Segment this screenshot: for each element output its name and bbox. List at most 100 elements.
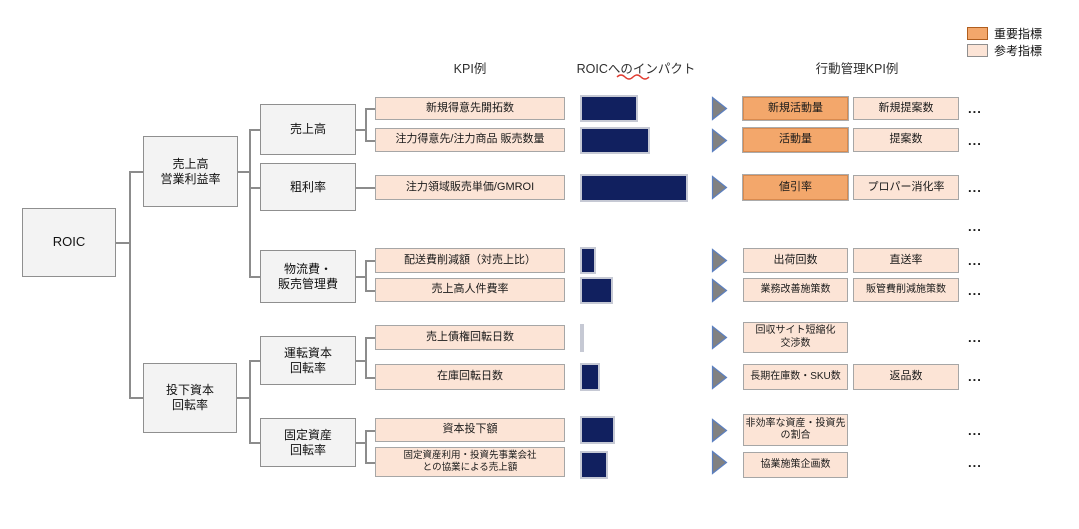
impact-bar — [580, 416, 615, 444]
kpi-label: 固定資産利用・投資先事業会社 との協業による売上額 — [403, 450, 537, 473]
impact-bar — [580, 324, 584, 352]
impact-bar — [580, 174, 688, 202]
node-label: ROIC — [52, 234, 86, 250]
right-arrow-icon — [711, 96, 728, 121]
action-kpi-label: 活動量 — [779, 133, 812, 146]
impact-bar — [580, 95, 638, 122]
action-kpi-box-reference: プロパー消化率 — [853, 175, 959, 200]
action-kpi-box-important: 活動量 — [742, 127, 849, 153]
node-working-capital: 運転資本 回転率 — [260, 336, 356, 385]
connector — [356, 187, 375, 189]
legend-label: 参考指標 — [994, 44, 1043, 58]
column-header-impact: ROICへのインパクト — [576, 62, 696, 76]
connector — [249, 442, 260, 444]
connector — [249, 360, 260, 362]
kpi-box: 固定資産利用・投資先事業会社 との協業による売上額 — [375, 447, 565, 477]
right-arrow-icon — [711, 365, 728, 390]
more-ellipsis: ... — [968, 423, 982, 438]
impact-bar — [580, 277, 613, 304]
impact-bar — [580, 127, 650, 154]
connector — [365, 377, 375, 379]
connector — [116, 242, 129, 244]
action-kpi-label: 返品数 — [889, 370, 923, 383]
legend-swatch-reference — [967, 44, 988, 57]
action-kpi-label: 新規活動量 — [768, 101, 823, 114]
node-label: 売上高 営業利益率 — [160, 156, 221, 186]
connector — [249, 129, 251, 277]
node-label: 物流費・ 販売管理費 — [277, 261, 338, 291]
connector — [129, 397, 143, 399]
node-gross-margin: 粗利率 — [260, 163, 356, 211]
more-ellipsis: ... — [968, 180, 982, 195]
connector — [129, 171, 143, 173]
impact-bar — [580, 247, 596, 274]
spellcheck-squiggle-icon — [616, 74, 650, 80]
more-ellipsis: ... — [968, 283, 982, 298]
kpi-box: 配送費削減額（対売上比） — [375, 248, 565, 273]
connector — [365, 337, 367, 378]
action-kpi-box-reference: 業務改善施策数 — [743, 278, 848, 302]
kpi-label: 売上高人件費率 — [431, 283, 509, 296]
node-logistics-sga: 物流費・ 販売管理費 — [260, 250, 356, 303]
node-label: 運転資本 回転率 — [283, 345, 332, 375]
kpi-box: 注力領域販売単価/GMROI — [375, 175, 565, 200]
kpi-label: 注力領域販売単価/GMROI — [405, 180, 535, 193]
node-sales: 売上高 — [260, 104, 356, 155]
action-kpi-box-reference: 非効率な資産・投資先 の割合 — [743, 414, 848, 446]
connector — [365, 337, 375, 339]
connector — [249, 187, 260, 189]
legend-item-important: 重要指標 — [967, 25, 1042, 42]
kpi-label: 配送費削減額（対売上比） — [404, 253, 536, 266]
action-kpi-box-important: 値引率 — [742, 174, 849, 201]
kpi-box: 売上債権回転日数 — [375, 325, 565, 350]
connector — [365, 108, 375, 110]
action-kpi-label: 販管費削減施策数 — [866, 283, 946, 295]
action-kpi-label: 直送率 — [889, 253, 923, 266]
connector — [365, 462, 375, 464]
right-arrow-icon — [711, 450, 728, 475]
node-label: 粗利率 — [289, 179, 326, 194]
more-ellipsis: ... — [968, 253, 982, 268]
connector — [365, 108, 367, 141]
connector — [356, 129, 365, 131]
right-arrow-icon — [711, 175, 728, 200]
action-kpi-label: 業務改善施策数 — [760, 283, 831, 295]
action-kpi-label: プロパー消化率 — [867, 180, 945, 193]
connector — [356, 276, 365, 278]
action-kpi-box-reference: 提案数 — [853, 128, 959, 152]
kpi-box: 在庫回転日数 — [375, 364, 565, 390]
right-arrow-icon — [711, 128, 728, 153]
more-ellipsis: ... — [968, 101, 982, 116]
more-ellipsis: ... — [968, 369, 982, 384]
action-kpi-box-important: 新規活動量 — [742, 96, 849, 121]
kpi-box: 売上高人件費率 — [375, 278, 565, 302]
action-kpi-box-reference: 直送率 — [853, 248, 959, 273]
right-arrow-icon — [711, 278, 728, 303]
connector — [249, 276, 260, 278]
impact-bar — [580, 363, 600, 391]
connector — [237, 397, 249, 399]
kpi-box: 新規得意先開拓数 — [375, 97, 565, 120]
connector — [365, 260, 367, 291]
impact-bar — [580, 451, 608, 479]
kpi-box: 注力得意先/注力商品 販売数量 — [375, 128, 565, 152]
connector — [129, 171, 131, 398]
action-kpi-label: 出荷回数 — [773, 253, 818, 266]
action-kpi-box-reference: 販管費削減施策数 — [853, 278, 959, 302]
action-kpi-label: 新規提案数 — [878, 101, 934, 114]
node-roic: ROIC — [22, 208, 116, 277]
node-fixed-asset: 固定資産 回転率 — [260, 418, 356, 467]
node-capital-turnover: 投下資本 回転率 — [143, 363, 237, 433]
action-kpi-box-reference: 回収サイト短縮化 交渉数 — [743, 322, 848, 353]
node-label: 固定資産 回転率 — [283, 427, 332, 457]
connector — [249, 360, 251, 443]
kpi-label: 新規得意先開拓数 — [426, 101, 514, 114]
action-kpi-label: 値引率 — [779, 180, 812, 193]
action-kpi-box-reference: 新規提案数 — [853, 97, 959, 120]
connector — [238, 171, 249, 173]
action-kpi-box-reference: 出荷回数 — [743, 248, 848, 273]
node-operating-margin: 売上高 営業利益率 — [143, 136, 238, 207]
connector — [249, 129, 260, 131]
action-kpi-label: 回収サイト短縮化 交渉数 — [755, 325, 836, 349]
action-kpi-label: 協業施策企画数 — [760, 458, 831, 470]
